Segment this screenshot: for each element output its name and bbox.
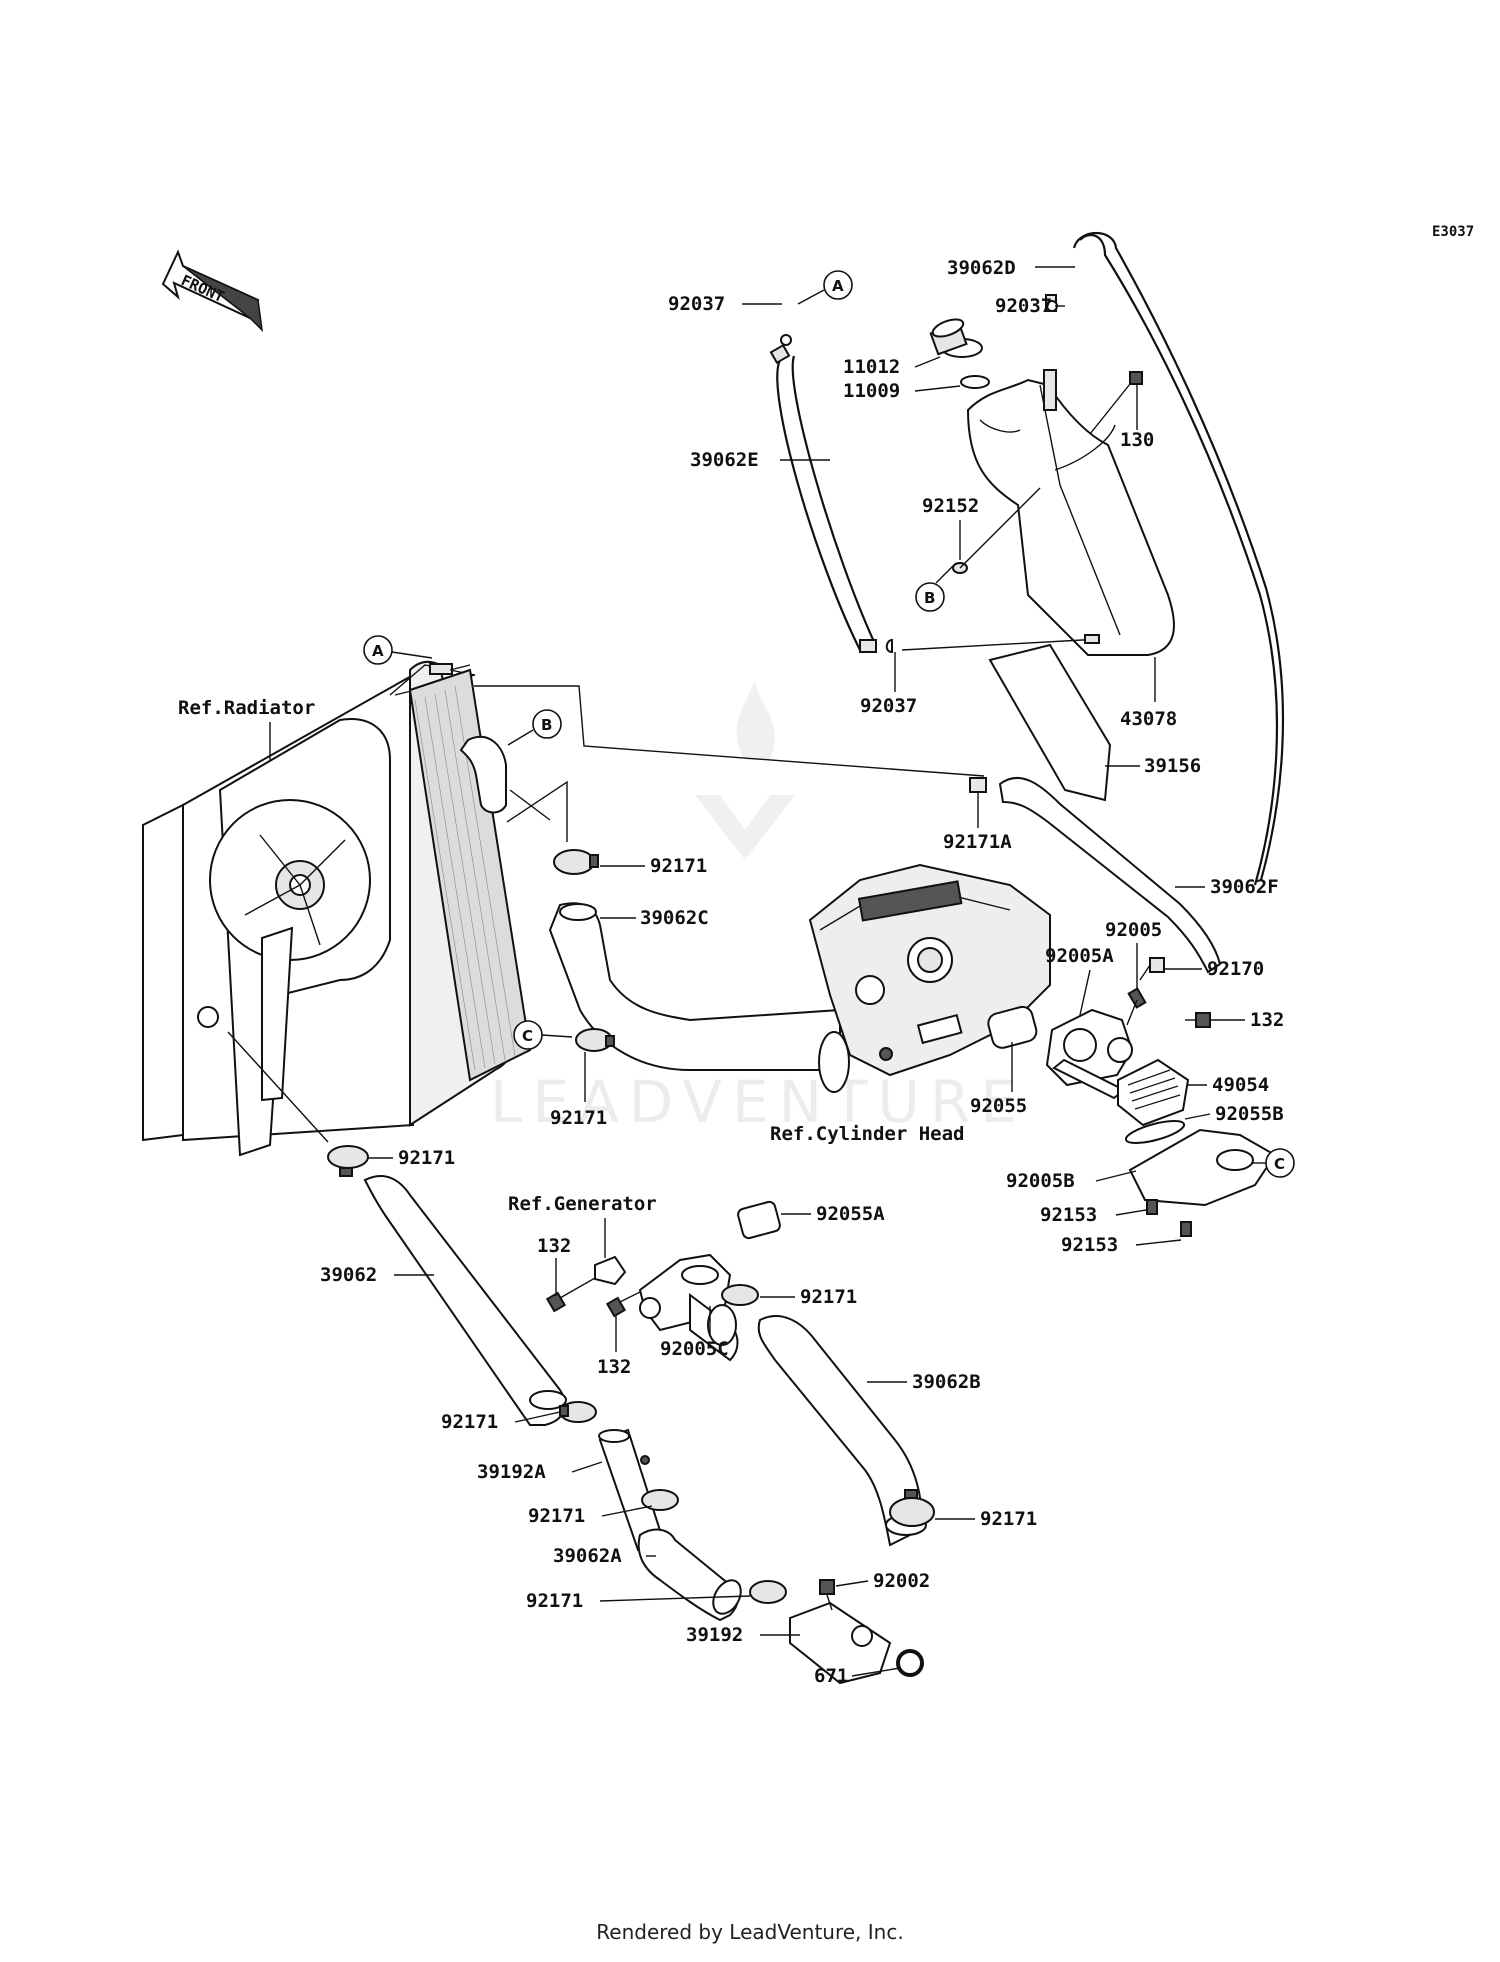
radiator-filler [197, 1006, 219, 1028]
label-49054: 49054 [1212, 1074, 1269, 1096]
svg-text:C: C [1274, 1155, 1285, 1173]
callout-C-left: C [513, 1020, 573, 1050]
clamp-92171-e-top [721, 1284, 759, 1306]
bolt-130 [1129, 371, 1143, 385]
clamp-92171-e [889, 1497, 935, 1527]
label-92171-d: 92171 [441, 1411, 498, 1433]
bolt-92002 [819, 1579, 835, 1595]
hose-39062F [998, 777, 1222, 974]
label-92005C: 92005C [660, 1338, 729, 1360]
label-39062B: 39062B [912, 1371, 981, 1393]
label-92171-f: 92171 [528, 1505, 585, 1527]
label-92171-h: 92171 [526, 1590, 583, 1612]
watermark-text: LEADVENTURE [490, 1068, 1027, 1136]
label-39062A: 39062A [553, 1545, 622, 1567]
svg-text:B: B [541, 716, 552, 734]
label-92005A: 92005A [1045, 945, 1114, 967]
fitting-92170 [1149, 957, 1165, 973]
gasket-92055A [737, 1200, 781, 1240]
label-39062D: 39062D [947, 257, 1016, 279]
overflow-hose [1079, 233, 1279, 886]
label-132-b: 132 [537, 1235, 571, 1257]
label-39062E: 39062E [690, 449, 759, 471]
bolt-92005 [1127, 987, 1147, 1009]
label-92037-top: 92037 [995, 295, 1052, 317]
footer-credit: Rendered by LeadVenture, Inc. [596, 1920, 904, 1944]
label-92171-c: 92171 [398, 1147, 455, 1169]
label-92153-a: 92153 [1040, 1204, 1097, 1226]
clamp-upper [553, 849, 595, 875]
watermark: LEADVENTURE [490, 680, 1027, 1136]
label-39062C: 39062C [640, 907, 709, 929]
label-39156: 39156 [1144, 755, 1201, 777]
label-43078: 43078 [1120, 708, 1177, 730]
label-92171-a: 92171 [650, 855, 707, 877]
label-39192A: 39192A [477, 1461, 546, 1483]
label-11012: 11012 [843, 356, 900, 378]
label-132-c: 132 [597, 1356, 631, 1378]
reservoir-cap [929, 318, 983, 358]
svg-text:C: C [522, 1027, 533, 1045]
clamp-92171-h [749, 1580, 787, 1604]
generator-boss [594, 1255, 627, 1286]
oring-92055B [1124, 1120, 1186, 1144]
callout-C-right: C [1252, 1148, 1295, 1178]
svg-text:A: A [832, 277, 844, 295]
clamp-92171A [969, 777, 987, 793]
reservoir-tank [966, 369, 1175, 656]
label-92002: 92002 [873, 1570, 930, 1592]
part-labels: 39062D 92037 92037 11012 11009 130 39062… [320, 257, 1284, 1687]
label-92171-b: 92171 [550, 1107, 607, 1129]
label-671: 671 [814, 1665, 848, 1687]
ref-cylinder-head: Ref.Cylinder Head [770, 1123, 964, 1145]
label-92153-b: 92153 [1061, 1234, 1118, 1256]
label-92171-e-top: 92171 [800, 1286, 857, 1308]
gasket-92055 [987, 1005, 1038, 1049]
label-11009: 11009 [843, 380, 900, 402]
label-39062: 39062 [320, 1264, 377, 1286]
clamp-radiator-lower [327, 1145, 369, 1169]
label-92005B: 92005B [1006, 1170, 1075, 1192]
thermostat-housing [1045, 1008, 1134, 1100]
callout-B-upper: B [915, 562, 957, 612]
label-92170: 92170 [1207, 958, 1264, 980]
label-132-a: 132 [1250, 1009, 1284, 1031]
oring-671 [896, 1649, 924, 1677]
front-arrow-icon: FRONT [161, 249, 264, 333]
bolt-132-a [1195, 1012, 1211, 1028]
svg-text:A: A [372, 642, 384, 660]
clamp-92171-f [641, 1489, 679, 1511]
label-92037-mid: 92037 [860, 695, 917, 717]
tank-bracket [988, 643, 1112, 802]
thermostat [1117, 1058, 1190, 1127]
label-92005: 92005 [1105, 919, 1162, 941]
ref-radiator: Ref.Radiator [178, 697, 315, 719]
label-39192: 39192 [686, 1624, 743, 1646]
label-130: 130 [1120, 429, 1154, 451]
ref-generator: Ref.Generator [508, 1193, 657, 1215]
callout-A-lower: A [363, 635, 433, 665]
cap-seal [960, 375, 990, 389]
label-92055A: 92055A [816, 1203, 885, 1225]
callout-A-upper: A [797, 270, 853, 305]
hose-39062E [776, 359, 861, 651]
label-39062F: 39062F [1210, 876, 1279, 898]
bolt-132-b [545, 1291, 567, 1313]
label-92171A: 92171A [943, 831, 1012, 853]
label-92171-g: 92171 [980, 1508, 1037, 1530]
diagram-code: E3037 [1432, 224, 1474, 240]
water-pump-fitting [638, 1253, 739, 1362]
radiator [142, 660, 532, 1157]
label-92055B: 92055B [1215, 1103, 1284, 1125]
label-92055: 92055 [970, 1095, 1027, 1117]
bolt-132-c [605, 1296, 627, 1318]
label-92152: 92152 [922, 495, 979, 517]
label-92037-left: 92037 [668, 293, 725, 315]
svg-text:B: B [924, 589, 935, 607]
callout-B-lower: B [507, 709, 562, 746]
